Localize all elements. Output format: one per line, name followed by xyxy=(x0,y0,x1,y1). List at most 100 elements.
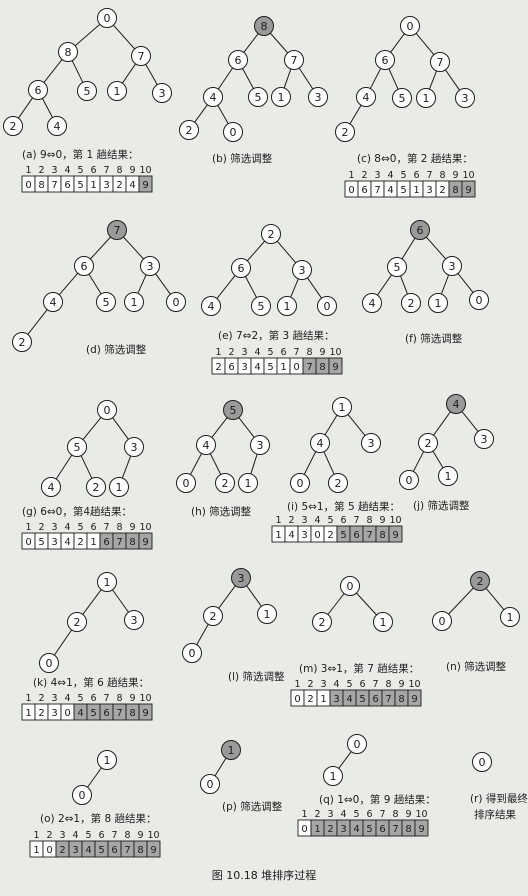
heap-node: 5 xyxy=(387,257,407,277)
heap-node: 2 xyxy=(418,433,438,453)
heap-node: 0 xyxy=(72,785,92,805)
heap-node-highlighted: 6 xyxy=(410,220,430,240)
node-value: 3 xyxy=(159,87,166,100)
array-index: 10 xyxy=(408,679,420,690)
array-value: 1 xyxy=(320,694,326,705)
node-circle xyxy=(176,473,196,493)
tree-edge xyxy=(283,68,292,89)
tree-edge xyxy=(445,69,460,91)
node-circle xyxy=(97,400,117,420)
node-circle xyxy=(284,50,304,70)
heap-node-highlighted: 5 xyxy=(223,400,243,420)
heap-node: 1 xyxy=(109,477,129,497)
node-value: 0 xyxy=(207,778,214,791)
tree-edge xyxy=(377,274,392,296)
node-value: 0 xyxy=(439,615,446,628)
array-index: 1 xyxy=(25,522,31,533)
node-value: 6 xyxy=(81,260,88,273)
node-circle xyxy=(72,785,92,805)
array-value: 5 xyxy=(366,824,372,835)
panel-caption: (j) 筛选调整 xyxy=(413,499,470,512)
array-index: 8 xyxy=(392,809,398,820)
array-value: 8 xyxy=(379,530,385,541)
heap-node: 3 xyxy=(124,610,144,630)
heap-node: 2 xyxy=(3,116,23,136)
node-circle xyxy=(96,292,116,312)
array-value: 9 xyxy=(332,362,338,373)
node-value: 3 xyxy=(238,572,245,585)
tree-edge xyxy=(401,237,416,260)
heap-node: 0 xyxy=(317,296,337,316)
node-value: 2 xyxy=(342,126,349,139)
node-circle xyxy=(418,433,438,453)
array-index: 8 xyxy=(124,830,130,841)
node-value: 4 xyxy=(210,91,217,104)
array-value: 1 xyxy=(25,708,31,719)
heap-node-highlighted: 4 xyxy=(446,394,466,414)
array-index: 7 xyxy=(353,515,359,526)
node-circle xyxy=(200,774,220,794)
node-value: 8 xyxy=(261,20,268,33)
array-cell-sorted xyxy=(388,525,403,543)
array-value: 6 xyxy=(361,185,367,196)
array-value: 3 xyxy=(426,185,432,196)
panel-caption: (q) 1⇔0，第 9 趟结果： xyxy=(319,793,436,806)
array-value: 4 xyxy=(64,537,70,548)
heap-node: 4 xyxy=(356,87,376,107)
node-circle xyxy=(231,258,251,278)
node-value: 4 xyxy=(203,439,210,452)
node-value: 1 xyxy=(423,92,430,105)
tree-edge xyxy=(196,624,209,645)
heap-node: 4 xyxy=(203,87,223,107)
array-value: 2 xyxy=(38,708,44,719)
panel-caption: 排序结果 xyxy=(474,808,516,821)
heap-node: 5 xyxy=(248,87,268,107)
array-index: 1 xyxy=(348,170,354,181)
array-index: 1 xyxy=(275,515,281,526)
array-index: 3 xyxy=(320,679,326,690)
array-value: 8 xyxy=(405,824,411,835)
array-value: 1 xyxy=(90,180,96,191)
node-circle xyxy=(474,429,494,449)
node-value: 5 xyxy=(84,85,91,98)
heap-node: 1 xyxy=(277,296,297,316)
array-index: 4 xyxy=(254,347,260,358)
array-value: 3 xyxy=(72,845,78,856)
array-value: 9 xyxy=(150,845,156,856)
tree-edge xyxy=(276,240,297,264)
node-value: 2 xyxy=(19,336,26,349)
tree-edge xyxy=(112,589,129,613)
node-circle xyxy=(387,257,407,277)
node-circle xyxy=(43,292,63,312)
heap-node: 2 xyxy=(203,606,223,626)
array-index: 4 xyxy=(314,515,320,526)
node-circle xyxy=(203,606,223,626)
array-index: 6 xyxy=(359,679,365,690)
array-cell-sorted xyxy=(138,532,153,550)
array-value: 1 xyxy=(90,537,96,548)
figure-caption: 图 10.18 堆排序过程 xyxy=(212,868,316,882)
array-value: 4 xyxy=(129,180,135,191)
array-index: 6 xyxy=(90,693,96,704)
node-value: 2 xyxy=(186,124,193,137)
node-circle xyxy=(196,435,216,455)
node-value: 3 xyxy=(131,614,138,627)
array-index: 8 xyxy=(366,515,372,526)
array-value: 4 xyxy=(254,362,260,373)
heap-node: 0 xyxy=(347,734,367,754)
heap-node: 4 xyxy=(47,116,67,136)
node-circle xyxy=(74,256,94,276)
node-circle xyxy=(250,435,270,455)
heap-node: 3 xyxy=(140,256,160,276)
node-circle xyxy=(375,50,395,70)
array-index: 10 xyxy=(147,830,159,841)
heap-node: 0 xyxy=(340,576,360,596)
node-circle xyxy=(254,16,274,36)
node-value: 1 xyxy=(114,85,121,98)
